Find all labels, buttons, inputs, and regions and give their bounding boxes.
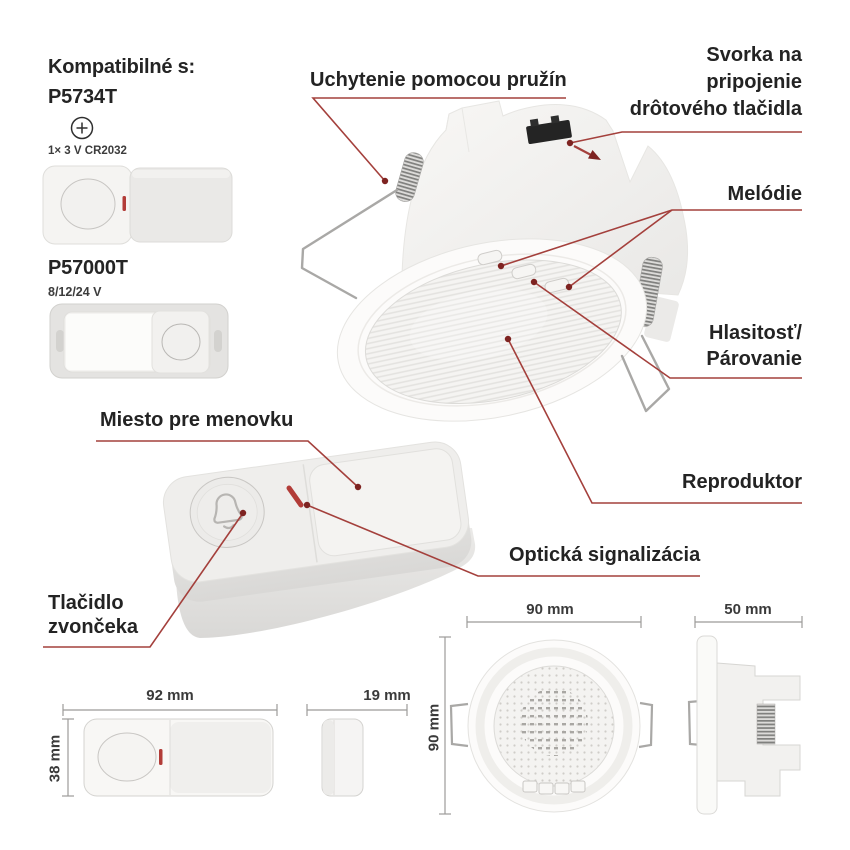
dim-button-width: 92 mm (146, 687, 194, 704)
label-bell-button: Tlačidlo zvončeka (48, 592, 139, 638)
label-melodies: Melódie (727, 183, 802, 205)
dim-chime-width: 90 mm (526, 601, 574, 618)
right-spring-wire (620, 334, 671, 413)
dim-chime-side (687, 635, 801, 815)
terminal-block (526, 115, 572, 145)
dim-chime-height: 90 mm (425, 703, 443, 752)
annotation-lines (43, 97, 802, 648)
annotation-dots (239, 139, 601, 517)
led-slit-3d (286, 485, 304, 508)
battery-plus-icon (70, 116, 94, 140)
compat-title: Kompatibilné s: P5734T (48, 56, 196, 108)
button-photo (42, 165, 233, 245)
led-slit (122, 196, 126, 211)
chime-buttons (477, 249, 570, 294)
left-spring-wire (300, 188, 399, 300)
left-spring-coil (395, 152, 424, 202)
label-spring-mount: Uchytenie pomocou pružín (310, 69, 567, 91)
dim-chime-front (449, 639, 654, 813)
label-optical: Optická signalizácia (509, 544, 701, 566)
receiver-voltage: 8/12/24 V (48, 285, 102, 299)
dim-button-depth: 19 mm (363, 687, 411, 704)
label-volume-pairing: Hlasitosť/ Párovanie (706, 322, 802, 370)
label-wired-terminal: Svorka na pripojenie drôtového tlačidla (629, 44, 802, 120)
receiver-model: P57000T (48, 257, 128, 279)
dim-chime-depth: 50 mm (724, 601, 772, 618)
doorbell-3d (162, 441, 476, 638)
dim-button-front (83, 718, 274, 797)
dim-button-side (321, 718, 364, 797)
battery-label: 1× 3 V CR2032 (48, 145, 127, 157)
label-name-tag: Miesto pre menovku (100, 409, 294, 431)
receiver-photo (49, 303, 229, 379)
dim-button-height: 38 mm (46, 734, 64, 783)
dimension-lines (62, 616, 803, 815)
label-speaker: Reproduktor (682, 471, 802, 493)
